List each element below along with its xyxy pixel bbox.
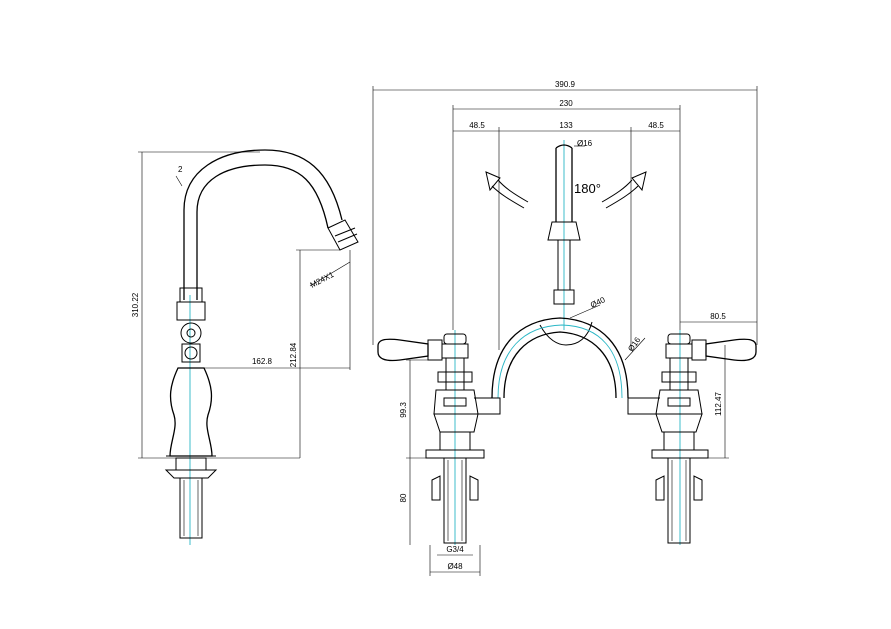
bridge-arch <box>491 317 629 399</box>
side-base-ring <box>175 457 207 471</box>
aerator-nozzle <box>327 219 359 251</box>
baluster-body <box>169 367 213 457</box>
rotate-right-arrow <box>601 171 647 209</box>
dim-overall-width: 390.9 <box>555 80 576 89</box>
rotation-label: 180° <box>574 181 601 196</box>
front-spout <box>547 144 581 305</box>
dim-spout-tube-label: 2 <box>178 165 183 174</box>
dim-spout-diameter: Ø16 <box>577 139 593 148</box>
dim-lever-reach: 80.5 <box>710 312 726 321</box>
dim-shank-length: 80 <box>399 493 408 502</box>
dim-spout-height: 212.84 <box>289 342 298 367</box>
spout-inner <box>196 164 329 300</box>
right-handle <box>665 333 757 362</box>
dim-mid-span: 133 <box>559 121 573 130</box>
dim-side-height: 310.22 <box>131 292 140 317</box>
side-shank <box>179 477 203 539</box>
left-handle <box>377 333 469 362</box>
dim-right-offset: 48.5 <box>648 121 664 130</box>
spout-joint <box>176 287 206 363</box>
dim-connection: G3/4 <box>446 545 464 554</box>
dim-right-body-height: 112.47 <box>714 392 723 416</box>
dim-left-body-height: 99.3 <box>399 402 408 418</box>
side-view: 310.22 2 212.84 162.8 M24X1 <box>131 149 359 545</box>
dim-tube-diameter: Ø16 <box>626 335 642 353</box>
dim-flange-diameter: Ø48 <box>447 562 463 571</box>
rotate-left-arrow <box>485 171 529 209</box>
spout-outer <box>183 149 343 300</box>
dim-reach: 162.8 <box>252 357 273 366</box>
dim-bridge-diameter: Ø40 <box>589 295 607 310</box>
dim-left-offset: 48.5 <box>469 121 485 130</box>
front-view: 390.9 230 48.5 133 48.5 Ø16 180° <box>372 80 758 576</box>
dim-thread: M24X1 <box>309 270 336 290</box>
left-valve-body <box>425 357 501 544</box>
dim-centres: 230 <box>559 99 573 108</box>
right-valve-body <box>627 357 709 544</box>
